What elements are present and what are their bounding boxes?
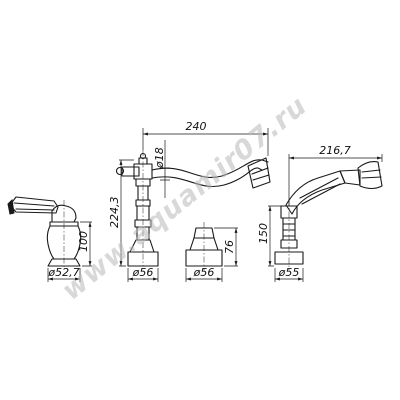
valve-unit — [185, 227, 223, 267]
lever-handle-unit — [7, 196, 82, 267]
spout-reach-label: 240 — [186, 120, 207, 133]
lever-base-label: ø52,7 — [47, 266, 79, 279]
shower-grip-lines — [299, 177, 341, 205]
lever-tip — [7, 198, 15, 215]
spout-diameter-ticks — [160, 167, 170, 181]
valve-height-label: 76 — [223, 240, 236, 254]
shower-reach-extension-lines — [288, 154, 383, 206]
mixer-base-label: ø56 — [132, 266, 154, 279]
shower-base-label: ø55 — [278, 266, 300, 279]
valve-base — [185, 249, 223, 267]
shower-height-label: 150 — [257, 223, 270, 244]
shower-reach-label: 216,7 — [319, 144, 351, 157]
shower-base — [274, 251, 304, 265]
spout-upper — [151, 159, 269, 178]
shower-head-ridges — [361, 169, 382, 179]
mixer-side-handle — [121, 166, 140, 177]
lever-cap — [51, 204, 77, 223]
spout-mixer-unit — [115, 152, 271, 267]
center-lines — [63, 150, 290, 270]
spout-aerator — [247, 157, 271, 189]
lever-height-label: 100 — [77, 231, 90, 252]
shower-head — [357, 161, 383, 190]
shower-stem — [280, 239, 298, 249]
valve-base-label: ø56 — [193, 266, 215, 279]
mixer-base — [127, 251, 159, 267]
mixer-neck-ring — [135, 178, 151, 187]
lever-handle — [9, 196, 59, 214]
spout-diameter-label: ø18 — [153, 147, 166, 169]
spout-reach-extension-lines — [142, 128, 269, 156]
shower-neck — [339, 169, 361, 186]
hand-shower-unit — [274, 161, 383, 265]
shower-holder — [280, 205, 298, 219]
mixer-height-label: 224,3 — [108, 197, 121, 229]
lever-grip-lines — [13, 202, 55, 211]
spout-lower — [151, 167, 263, 187]
lever-base — [47, 258, 81, 267]
mixer-column — [134, 185, 152, 241]
aerator-ridges — [251, 167, 270, 181]
shower-handle — [285, 170, 346, 215]
